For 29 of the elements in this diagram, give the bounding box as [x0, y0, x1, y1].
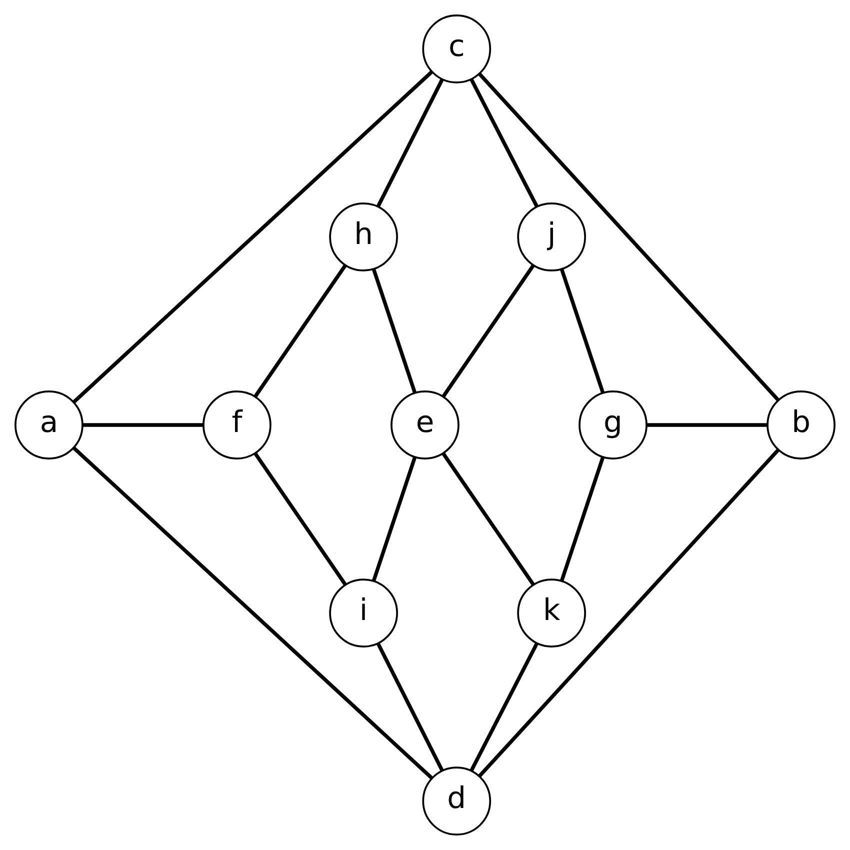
node-circle: a — [14, 390, 84, 460]
connector — [470, 78, 539, 208]
connector — [372, 268, 417, 394]
connector — [560, 268, 605, 394]
node-circle: i — [329, 578, 398, 648]
connector — [82, 423, 204, 427]
connector — [646, 423, 768, 427]
connector — [442, 264, 535, 398]
connector — [376, 642, 444, 772]
connector — [254, 264, 347, 398]
connector — [560, 456, 605, 582]
connector — [442, 452, 536, 586]
connector — [376, 78, 444, 208]
node-circle: c — [422, 14, 492, 84]
connector — [254, 452, 347, 586]
node-circle: e — [390, 390, 460, 460]
connector — [72, 70, 434, 404]
node-circle: f — [202, 390, 272, 460]
connector — [478, 449, 780, 778]
connector — [470, 642, 538, 772]
node-circle: k — [517, 578, 586, 648]
node-circle: d — [422, 766, 492, 836]
connector — [372, 456, 417, 582]
node-circle: h — [329, 202, 398, 272]
connector — [478, 72, 780, 402]
node-circle: b — [766, 390, 836, 460]
connector — [72, 446, 433, 780]
node-circle: j — [517, 202, 586, 272]
node-circle: g — [578, 390, 648, 460]
